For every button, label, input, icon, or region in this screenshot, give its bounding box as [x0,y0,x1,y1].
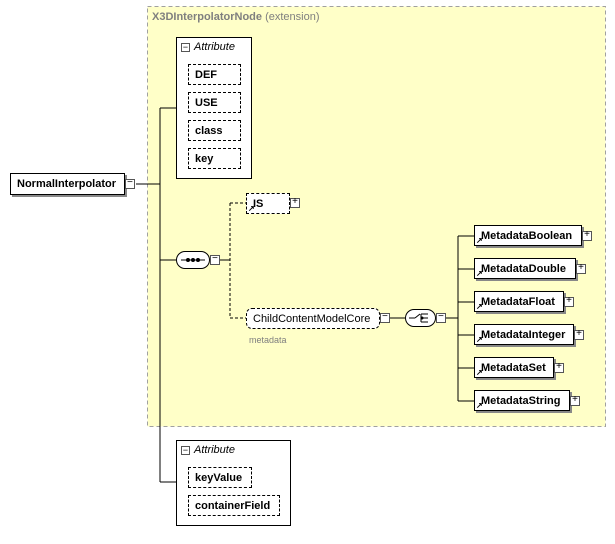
root-element-label: NormalInterpolator [17,178,117,190]
collapse-icon[interactable]: − [181,42,190,53]
element-metadatafloat[interactable]: ↗ MetadataFloat [474,291,564,312]
collapse-icon[interactable]: − [181,445,190,456]
reference-arrow-icon: ↗ [476,368,483,377]
attribute-label: key [195,152,214,165]
element-label: MetadataBoolean [481,229,573,242]
attribute-keyvalue[interactable]: keyValue [188,467,252,488]
collapse-icon[interactable]: − [210,254,220,265]
attribute-def[interactable]: DEF [188,64,241,85]
attribute-label: keyValue [195,471,243,484]
expand-icon[interactable]: + [290,197,300,208]
reference-arrow-icon: ↗ [476,401,483,410]
element-metadataboolean[interactable]: ↗ MetadataBoolean [474,225,582,246]
element-label: MetadataFloat [481,295,555,308]
group-ref-label: ChildContentModelCore [253,312,371,325]
expand-icon[interactable]: + [582,230,592,241]
attribute-group-header[interactable]: − Attribute [181,41,235,53]
reference-arrow-icon: ↗ [476,236,483,245]
reference-arrow-icon: ↗ [476,302,483,311]
extension-title: X3DInterpolatorNode [152,11,263,23]
element-label: MetadataInteger [481,328,566,341]
element-metadatadouble[interactable]: ↗ MetadataDouble [474,258,576,279]
attribute-group-title: Attribute [194,444,235,456]
choice-compositor[interactable] [405,309,436,327]
attribute-label: class [195,124,223,137]
element-is-label: IS [253,197,264,210]
expand-icon[interactable]: + [564,296,574,307]
reference-arrow-icon: ↗ [248,204,255,213]
attribute-group-header[interactable]: − Attribute [181,444,235,456]
attribute-key[interactable]: key [188,148,241,169]
expand-icon[interactable]: + [574,329,584,340]
group-ref-sublabel: metadata [249,335,287,345]
element-metadatainteger[interactable]: ↗ MetadataInteger [474,324,574,345]
attribute-group-title: Attribute [194,41,235,53]
sequence-icon [181,258,205,262]
root-element-normalinterpolator[interactable]: NormalInterpolator [10,173,125,195]
extension-subtitle: (extension) [265,11,320,23]
collapse-icon[interactable]: − [436,312,446,323]
attribute-label: DEF [195,68,217,81]
expand-icon[interactable]: + [570,395,580,406]
collapse-icon[interactable]: − [380,312,390,323]
sequence-compositor[interactable] [176,251,210,269]
element-label: MetadataString [481,394,561,407]
element-metadataset[interactable]: ↗ MetadataSet [474,357,554,378]
expand-icon[interactable]: + [576,263,586,274]
element-label: MetadataSet [481,361,546,374]
collapse-icon[interactable]: − [125,178,135,189]
attribute-class[interactable]: class [188,120,241,141]
choice-icon [409,313,428,323]
attribute-containerfield[interactable]: containerField [188,495,280,516]
attribute-use[interactable]: USE [188,92,241,113]
attribute-label: containerField [195,499,271,512]
attribute-label: USE [195,96,218,109]
group-ref-childcontentmodelcore[interactable]: ChildContentModelCore [246,308,380,329]
reference-arrow-icon: ↗ [476,335,483,344]
element-is[interactable]: ↗ IS [246,193,290,214]
element-metadatastring[interactable]: ↗ MetadataString [474,390,570,411]
expand-icon[interactable]: + [554,362,564,373]
extension-title-row: X3DInterpolatorNode (extension) [152,11,320,23]
element-label: MetadataDouble [481,262,566,275]
reference-arrow-icon: ↗ [476,269,483,278]
